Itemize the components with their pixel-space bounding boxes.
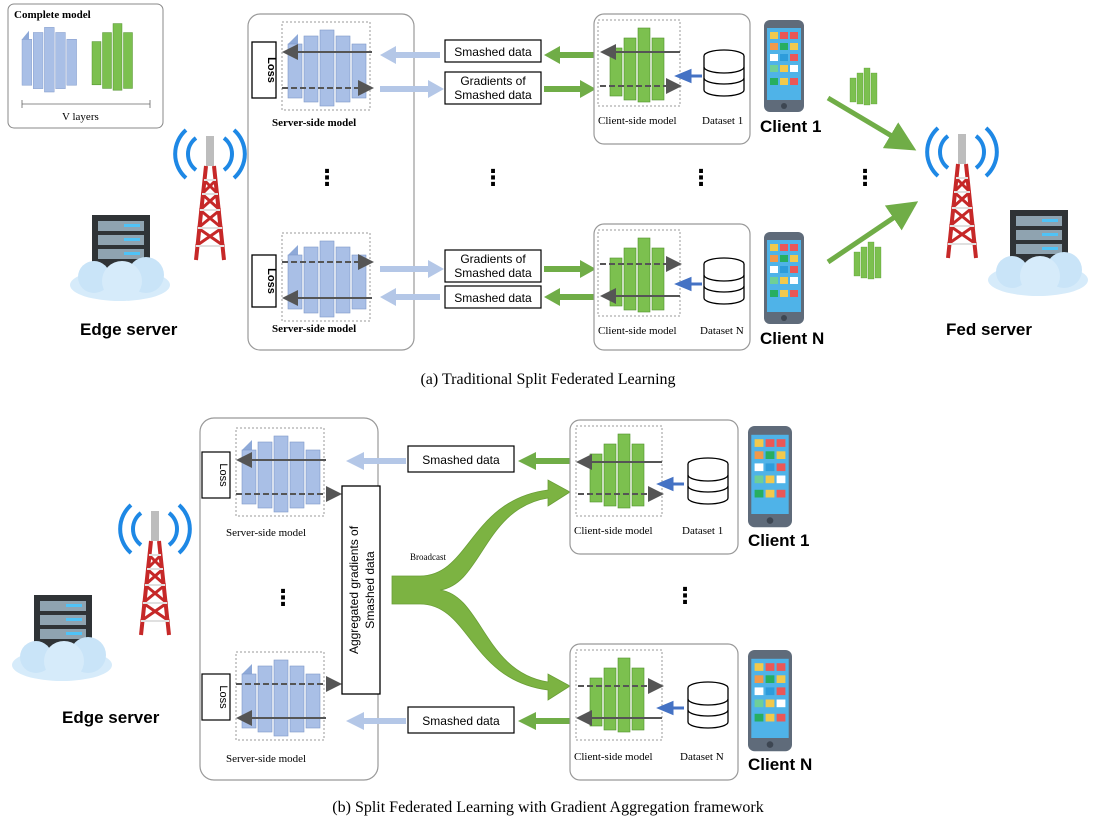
loss-box-b1: [201, 451, 231, 499]
server-side-model-b1: [235, 427, 342, 517]
v-layers-label: V layers: [62, 111, 99, 123]
edge-server-b-label: Edge server: [62, 708, 160, 727]
arrow-smashed-a1-out: [544, 46, 596, 64]
arrow-smashed-a2-out: [544, 288, 596, 306]
dataset-n-label-b: Dataset N: [680, 751, 724, 763]
server-side-model-label-a2: Server-side model: [272, 323, 356, 335]
gradients-label-a1-l2: Smashed data: [454, 88, 532, 102]
gradients-box-a1: [444, 71, 542, 105]
client-n-label-a: Client N: [760, 329, 824, 348]
gradients-box-a2: [444, 249, 542, 283]
arrow-gradients-a2: [380, 260, 444, 278]
arrow-smashed-a2-in: [380, 288, 440, 306]
arrow-client1-fed: [826, 95, 917, 151]
phone-client-1-a-icon: [764, 20, 804, 112]
client-side-model-label-a2: Client-side model: [598, 325, 677, 337]
caption-b: (b) Split Federated Learning with Gradie…: [332, 799, 763, 816]
server-side-model-a1: [281, 21, 374, 111]
smashed-data-box-b1: [407, 445, 515, 473]
aggregated-gradients-box: [341, 485, 381, 695]
client-side-model-label-a1: Client-side model: [598, 115, 677, 127]
client-side-model-a2: [597, 229, 682, 317]
ellipsis-a-client: ⋮: [690, 165, 712, 190]
server-side-model-a2: [281, 232, 374, 322]
arrow-smashed-a1-in: [380, 46, 440, 64]
complete-model-inset: Complete model V layers: [7, 3, 164, 129]
loss-box-b2: [201, 673, 231, 721]
loss-label-b1: Loss: [217, 463, 229, 487]
edge-server-a-label: Edge server: [80, 320, 178, 339]
arrow-smashed-b1-out: [518, 452, 572, 470]
dataset-1-icon-b: [687, 457, 729, 505]
smashed-data-box-a1: [444, 39, 542, 63]
client-side-model-b1: [575, 425, 664, 517]
broadcast-label: Broadcast: [410, 552, 446, 562]
ellipsis-a-fed: ⋮: [854, 165, 876, 190]
dataset-1-icon-a: [703, 49, 745, 97]
phone-client-n-b-icon: [748, 650, 792, 752]
server-side-model-label-b1: Server-side model: [226, 527, 306, 539]
aggregated-gradients-label-l1: Aggregated gradients of: [347, 525, 361, 654]
arrow-gradients-a1-out: [544, 80, 596, 98]
ellipsis-b-server: ⋮: [272, 585, 294, 610]
loss-label-a1: Loss: [265, 57, 277, 83]
ellipsis-a-middle: ⋮: [482, 165, 504, 190]
smashed-data-label-b2: Smashed data: [422, 714, 500, 728]
fed-server-icon: [925, 126, 1088, 296]
server-side-model-b2: [235, 651, 342, 741]
arrow-smashed-b2-in: [346, 712, 406, 730]
aggregated-gradients-label-l2: Smashed data: [363, 551, 377, 629]
smashed-data-label-b1: Smashed data: [422, 453, 500, 467]
client-side-model-label-b2: Client-side model: [574, 751, 653, 763]
ellipsis-b-client: ⋮: [674, 583, 696, 608]
arrow-dataset-an: [674, 276, 702, 292]
complete-model-title: Complete model: [14, 9, 91, 21]
dataset-n-label-a: Dataset N: [700, 325, 744, 337]
caption-a: (a) Traditional Split Federated Learning: [420, 371, 675, 388]
smashed-data-box-a2: [444, 285, 542, 309]
arrow-dataset-b1: [656, 476, 684, 492]
loss-label-b2: Loss: [217, 685, 229, 709]
client-1-label-a: Client 1: [760, 117, 821, 136]
arrow-gradients-a2-out: [544, 260, 596, 278]
mini-client-model-n-icon: [853, 241, 882, 280]
client-side-model-label-b1: Client-side model: [574, 525, 653, 537]
dataset-1-label-a: Dataset 1: [702, 115, 743, 127]
client-1-label-b: Client 1: [748, 531, 809, 550]
gradients-label-a2-l2: Smashed data: [454, 266, 532, 280]
arrow-clientn-fed: [826, 201, 919, 265]
edge-server-b-icon: [12, 503, 192, 681]
phone-client-n-a-icon: [764, 232, 804, 324]
arrow-gradients-a1: [380, 80, 444, 98]
arrow-dataset-a1: [674, 68, 702, 84]
smashed-data-box-b2: [407, 706, 515, 734]
gradients-label-a2-l1: Gradients of: [460, 252, 526, 266]
arrow-dataset-bn: [656, 700, 684, 716]
client-n-label-b: Client N: [748, 755, 812, 774]
client-side-model-a1: [597, 19, 682, 107]
gradients-label-a1-l1: Gradients of: [460, 74, 526, 88]
loss-box-a2: [251, 254, 277, 308]
edge-server-a-icon: [70, 128, 247, 301]
phone-client-1-b-icon: [748, 426, 792, 528]
fed-server-label: Fed server: [946, 320, 1032, 339]
smashed-data-label-a2: Smashed data: [454, 291, 532, 305]
ellipsis-a-server: ⋮: [316, 165, 338, 190]
dataset-n-icon-a: [703, 257, 745, 305]
dataset-1-label-b: Dataset 1: [682, 525, 723, 537]
client-side-model-b2: [575, 649, 664, 741]
server-side-model-label-a1: Server-side model: [272, 117, 356, 129]
loss-label-a2: Loss: [265, 268, 277, 294]
server-side-model-label-b2: Server-side model: [226, 753, 306, 765]
arrow-smashed-b1-in: [346, 452, 406, 470]
dataset-n-icon-b: [687, 681, 729, 729]
mini-client-model-1-icon: [849, 67, 878, 106]
smashed-data-label-a1: Smashed data: [454, 45, 532, 59]
loss-box-a1: [251, 41, 277, 99]
arrow-smashed-b2-out: [518, 712, 572, 730]
broadcast-arrow: [391, 479, 571, 701]
